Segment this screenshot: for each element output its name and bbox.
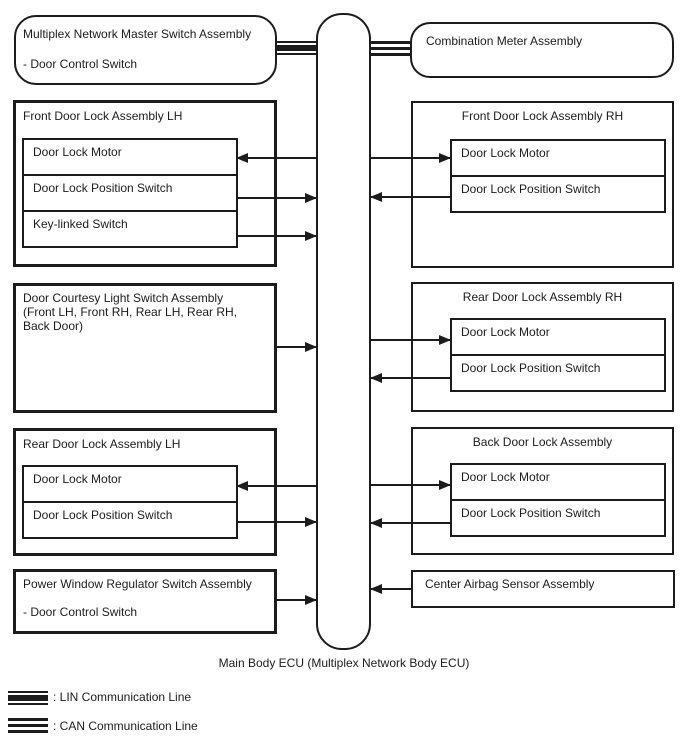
node-title: Front Door Lock Assembly LH (23, 109, 183, 123)
node-title-line: (Front LH, Front RH, Rear LH, Rear RH, (23, 305, 238, 319)
arrow-front-rh-door-lock-position-switch-to-ecu (370, 192, 451, 202)
main-body-ecu-pillar (316, 13, 371, 650)
node-title: Front Door Lock Assembly RH (461, 109, 624, 123)
door-control-switch-item: - Door Control Switch (23, 605, 138, 619)
sub-component: Door Lock Motor (450, 463, 666, 501)
arrow-key-linked-switch-to-ecu (236, 231, 317, 241)
sub-component: Door Lock Motor (22, 465, 238, 503)
legend-can-label: : CAN Communication Line (53, 719, 198, 733)
node-title: Power Window Regulator Switch Assembly (23, 577, 252, 591)
arrow-back-door-lock-position-switch-to-ecu (370, 518, 451, 528)
arrow-ecu-to-back-door-lock-motor (370, 480, 451, 490)
arrow-ecu-to-rear-lh-door-lock-motor (236, 481, 317, 491)
arrow-ecu-to-front-rh-door-lock-motor (370, 153, 451, 163)
node-title: Multiplex Network Master Switch Assembly (23, 27, 252, 41)
node-title: Back Door Lock Assembly (472, 435, 613, 449)
sub-component: Door Lock Motor (450, 139, 666, 177)
sub-component: Door Lock Position Switch (450, 499, 666, 537)
lin-communication-line (277, 41, 316, 55)
sub-component: Key-linked Switch (22, 210, 238, 248)
node-front-door-lock-lh: Front Door Lock Assembly LH Door Lock Mo… (13, 100, 277, 267)
node-rear-door-lock-lh: Rear Door Lock Assembly LH Door Lock Mot… (13, 428, 277, 556)
node-title: Center Airbag Sensor Assembly (425, 577, 595, 591)
lin-line-symbol (8, 691, 48, 705)
arrow-power-window-regulator-switch-to-ecu (275, 595, 317, 605)
node-title-line: Door Courtesy Light Switch Assembly (23, 291, 224, 305)
sub-component: Door Lock Position Switch (22, 501, 238, 539)
arrow-center-airbag-sensor-to-ecu (370, 584, 413, 594)
arrow-door-courtesy-light-switch-to-ecu (275, 342, 317, 352)
sub-component: Door Lock Motor (450, 318, 666, 356)
can-communication-line (371, 41, 411, 56)
can-line-symbol (8, 718, 48, 733)
node-multiplex-network-master-switch: Multiplex Network Master Switch Assembly… (14, 15, 277, 85)
node-rear-door-lock-rh: Rear Door Lock Assembly RH Door Lock Mot… (411, 282, 674, 412)
node-combination-meter: Combination Meter Assembly (410, 22, 674, 78)
node-front-door-lock-rh: Front Door Lock Assembly RH Door Lock Mo… (411, 101, 674, 268)
node-door-courtesy-light-switch: Door Courtesy Light Switch Assembly (Fro… (13, 283, 277, 413)
sub-component-stack: Door Lock Motor Door Lock Position Switc… (450, 463, 666, 537)
node-title-line: Back Door) (23, 319, 84, 333)
door-control-switch-item: - Door Control Switch (23, 57, 138, 71)
sub-component-stack: Door Lock Motor Door Lock Position Switc… (450, 318, 666, 392)
sub-component: Door Lock Position Switch (22, 174, 238, 212)
node-center-airbag-sensor: Center Airbag Sensor Assembly (411, 570, 675, 608)
arrow-ecu-to-rear-rh-door-lock-motor (370, 335, 451, 345)
sub-component: Door Lock Position Switch (450, 175, 666, 213)
arrow-rear-lh-door-lock-position-switch-to-ecu (236, 517, 317, 527)
node-power-window-regulator-switch: Power Window Regulator Switch Assembly -… (13, 569, 277, 634)
node-title: Rear Door Lock Assembly RH (462, 290, 623, 304)
sub-component-stack: Door Lock Motor Door Lock Position Switc… (450, 139, 666, 213)
legend-lin-label: : LIN Communication Line (53, 690, 192, 704)
sub-component: Door Lock Motor (22, 138, 238, 176)
node-title: Rear Door Lock Assembly LH (23, 437, 181, 451)
arrow-rear-rh-door-lock-position-switch-to-ecu (370, 373, 451, 383)
sub-component-stack: Door Lock Motor Door Lock Position Switc… (22, 138, 238, 248)
main-body-ecu-label: Main Body ECU (Multiplex Network Body EC… (218, 656, 470, 670)
sub-component-stack: Door Lock Motor Door Lock Position Switc… (22, 465, 238, 539)
node-title: Combination Meter Assembly (426, 34, 583, 48)
arrow-front-lh-door-lock-position-switch-to-ecu (236, 193, 317, 203)
arrow-ecu-to-front-lh-door-lock-motor (236, 153, 317, 163)
sub-component: Door Lock Position Switch (450, 354, 666, 392)
node-back-door-lock: Back Door Lock Assembly Door Lock Motor … (411, 427, 674, 555)
